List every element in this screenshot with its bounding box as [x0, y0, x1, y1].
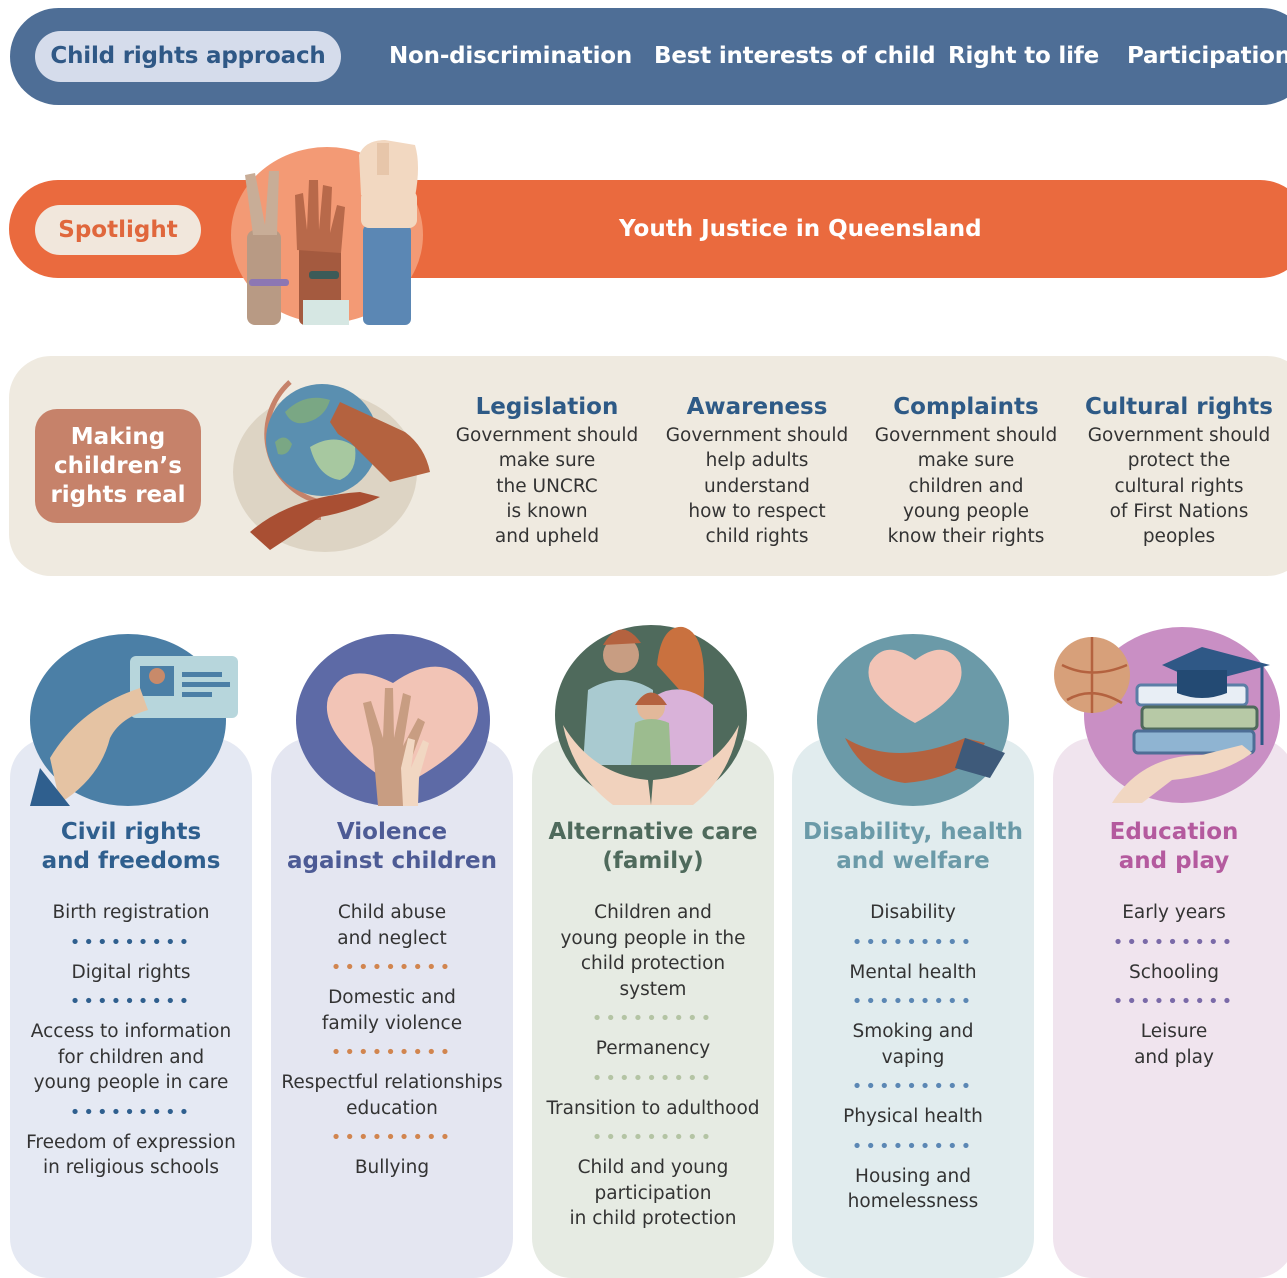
legislation-text: Government should make sure the UNCRC is…: [455, 425, 639, 548]
disability-health-card[interactable]: Disability, health and welfare Disabilit…: [792, 738, 1034, 1278]
complaints-text: Government should make sure children and…: [874, 425, 1058, 548]
dotted-divider: •••••••••: [1112, 931, 1236, 953]
globe-hands-illustration: [233, 380, 430, 552]
heart-hands-icon: [296, 634, 490, 806]
spotlight-label: Spotlight: [35, 205, 201, 255]
heart-in-hand-icon: [817, 634, 1009, 806]
dotted-divider: •••••••••: [1112, 991, 1236, 1012]
dotted-divider: •••••••••: [591, 1008, 715, 1029]
nav-tab-participation[interactable]: Participation: [1127, 43, 1287, 69]
list-item: Access to information for children and y…: [30, 1021, 232, 1093]
dotted-divider: •••••••••: [591, 1067, 715, 1089]
cultural-rights-heading: Cultural rights: [1084, 394, 1273, 420]
list-item: Children and young people in the child p…: [560, 902, 746, 1000]
complaints-column: Complaints Government should make sure c…: [866, 391, 1066, 549]
alternative-care-title: Alternative care (family): [548, 819, 758, 874]
top-navigation: Child rights approach Non-discrimination…: [10, 8, 1287, 105]
dotted-divider: •••••••••: [851, 1135, 975, 1157]
list-item: Mental health: [849, 961, 977, 983]
list-item: Respectful relationships education: [281, 1072, 503, 1119]
list-item: Domestic and family violence: [321, 987, 463, 1034]
awareness-text: Government should help adults understand…: [665, 425, 849, 548]
civil-rights-list: Birth registration ••••••••• Digital rig…: [10, 900, 252, 1181]
list-item: Early years: [1122, 902, 1226, 923]
dotted-divider: •••••••••: [851, 991, 975, 1012]
list-item: Child abuse and neglect: [337, 902, 447, 949]
alternative-care-list: Children and young people in the child p…: [532, 900, 774, 1232]
list-item: Child and young participation in child p…: [569, 1157, 737, 1229]
spotlight-banner[interactable]: Spotlight Youth Justice in Queensland: [9, 180, 1287, 278]
making-rights-real-label: Making children’s rights real: [35, 409, 201, 523]
dotted-divider: •••••••••: [69, 1101, 193, 1123]
list-item: Housing and homelessness: [847, 1165, 979, 1213]
spotlight-title[interactable]: Youth Justice in Queensland: [619, 216, 982, 242]
dotted-divider: •••••••••: [330, 957, 454, 978]
disability-health-title: Disability, health and welfare: [803, 819, 1023, 874]
dotted-divider: •••••••••: [330, 1042, 454, 1063]
dotted-divider: •••••••••: [851, 931, 975, 953]
legislation-column: Legislation Government should make sure …: [447, 391, 647, 549]
violence-title: Violence against children: [286, 819, 497, 874]
list-item: Physical health: [843, 1106, 983, 1127]
dotted-divider: •••••••••: [591, 1127, 715, 1148]
disability-health-list: Disability ••••••••• Mental health •••••…: [792, 900, 1034, 1215]
complaints-heading: Complaints: [893, 394, 1039, 420]
list-item: Permanency: [595, 1038, 711, 1059]
awareness-heading: Awareness: [686, 394, 828, 420]
dotted-divider: •••••••••: [851, 1076, 975, 1097]
dotted-divider: •••••••••: [69, 931, 193, 953]
list-item: Disability: [870, 902, 956, 923]
list-item: Bullying: [354, 1157, 430, 1178]
alternative-care-card[interactable]: Alternative care (family) Children and y…: [532, 738, 774, 1278]
violence-card[interactable]: Violence against children Child abuse an…: [271, 738, 513, 1278]
education-play-list: Early years ••••••••• Schooling ••••••••…: [1053, 900, 1287, 1070]
civil-rights-title: Civil rights and freedoms: [41, 819, 221, 874]
nav-tab-right-to-life[interactable]: Right to life: [948, 43, 1100, 69]
nav-tab-child-rights-approach[interactable]: Child rights approach: [35, 31, 341, 82]
legislation-heading: Legislation: [475, 394, 619, 420]
nav-tab-best-interests[interactable]: Best interests of child: [654, 43, 936, 69]
education-play-card[interactable]: Education and play Early years •••••••••…: [1053, 738, 1287, 1278]
list-item: Leisure and play: [1134, 1021, 1214, 1068]
raised-hands-illustration: [231, 140, 423, 325]
civil-rights-card[interactable]: Civil rights and freedoms Birth registra…: [10, 738, 252, 1278]
violence-list: Child abuse and neglect ••••••••• Domest…: [271, 900, 513, 1181]
cultural-rights-column: Cultural rights Government should protec…: [1079, 391, 1279, 549]
education-play-title: Education and play: [1109, 819, 1239, 874]
dotted-divider: •••••••••: [69, 991, 193, 1012]
list-item: Transition to adulthood: [546, 1097, 760, 1119]
list-item: Schooling: [1128, 961, 1220, 983]
list-item: Smoking and vaping: [852, 1021, 974, 1068]
family-icon: [555, 625, 747, 805]
nav-tab-non-discrimination[interactable]: Non-discrimination: [389, 43, 633, 69]
id-card-icon: [30, 634, 238, 806]
cultural-rights-text: Government should protect the cultural r…: [1087, 425, 1271, 548]
books-graduation-icon: [1054, 627, 1280, 803]
dotted-divider: •••••••••: [330, 1127, 454, 1148]
awareness-column: Awareness Government should help adults …: [657, 391, 857, 549]
list-item: Digital rights: [71, 961, 191, 983]
list-item: Freedom of expression in religious schoo…: [26, 1131, 236, 1179]
making-rights-real-band: Making children’s rights real Legislatio…: [9, 356, 1287, 576]
list-item: Birth registration: [52, 902, 210, 923]
